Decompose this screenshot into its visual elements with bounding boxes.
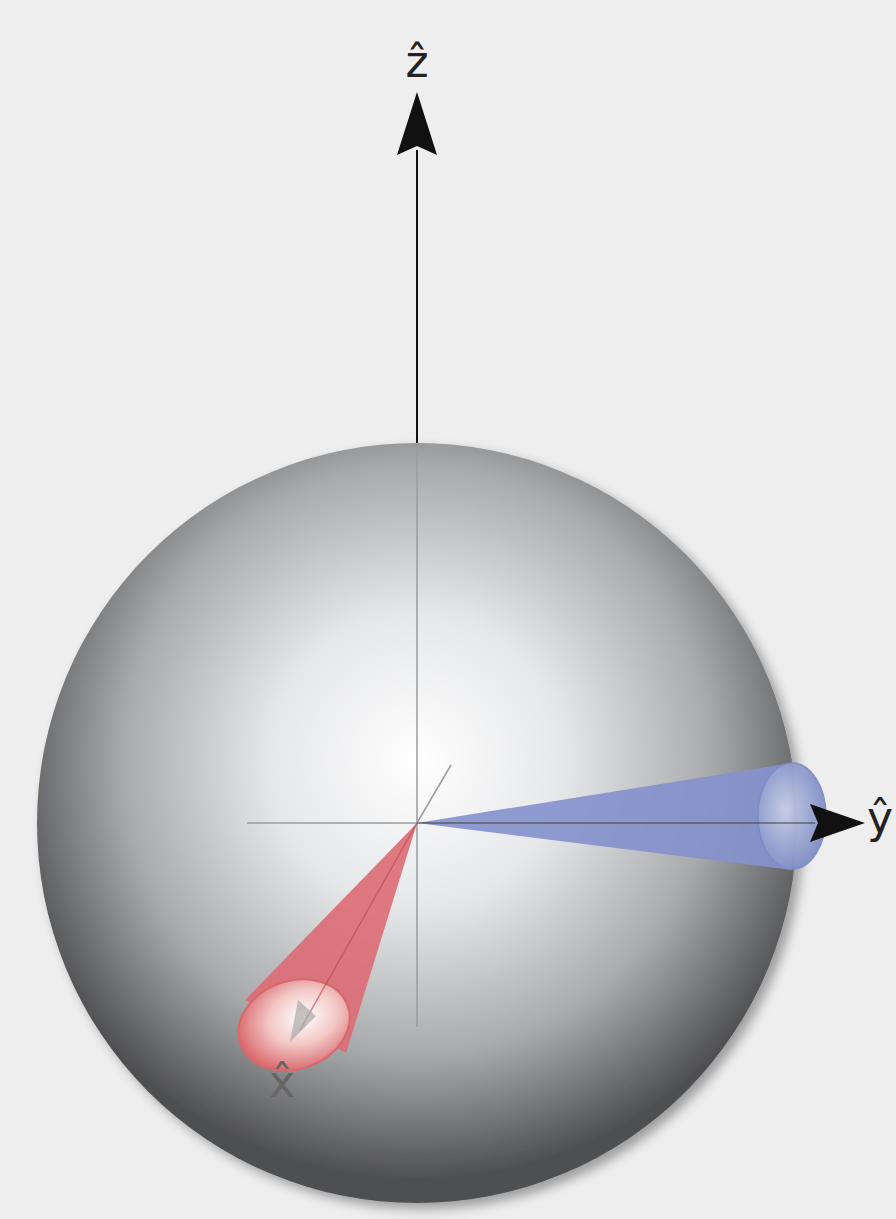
y-axis-line	[417, 822, 815, 824]
z-axis-line	[416, 150, 418, 823]
y-cone	[417, 763, 792, 870]
axis-label: x̂	[269, 1060, 295, 1104]
axis-label: ŷ	[867, 796, 893, 840]
x-axis-line	[300, 823, 417, 1030]
z-arrowhead	[397, 92, 437, 155]
y-arrowhead	[810, 804, 865, 842]
x-arrowhead	[290, 1000, 316, 1042]
axis-label: ẑ	[405, 40, 428, 84]
